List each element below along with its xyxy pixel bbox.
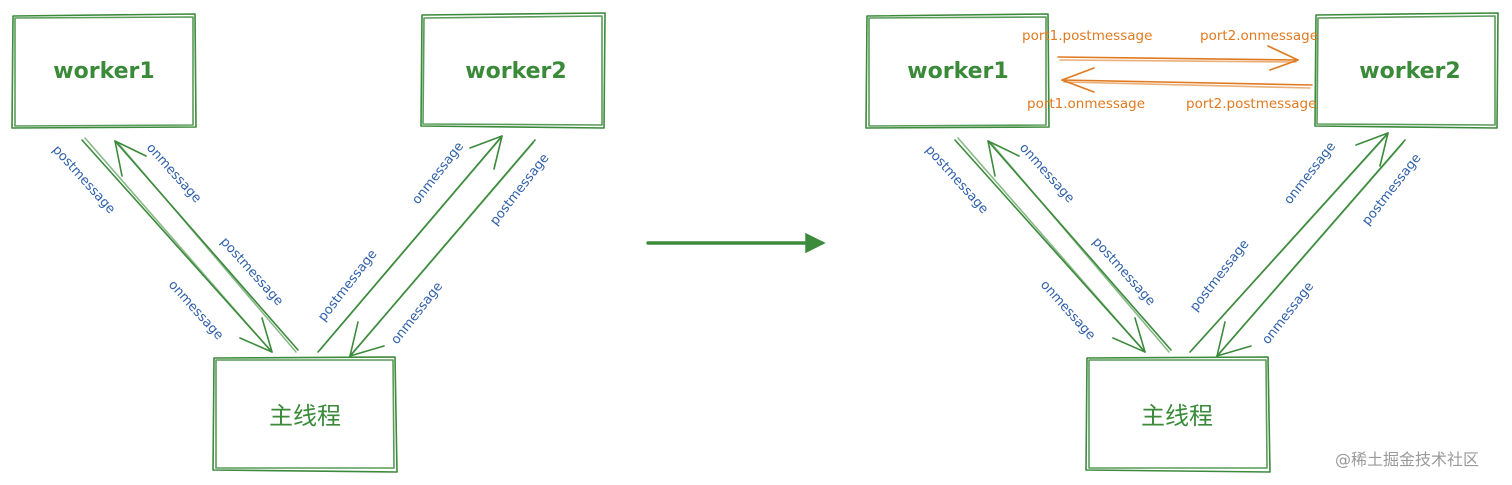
right-label-main-onmessage-w2: onmessage [1259, 279, 1317, 347]
right-port2-postmessage-label: port2.postmessage [1186, 96, 1316, 112]
right-worker2-label: worker2 [1359, 59, 1460, 84]
right-label-main-postmessage-w2: postmessage [1187, 237, 1252, 314]
left-diagram: worker1 worker2 主线程 [11, 12, 606, 473]
left-label-w1-postmessage: postmessage [49, 143, 118, 217]
left-main-thread-box: 主线程 [212, 356, 398, 473]
right-label-w1-onmessage: onmessage [1016, 141, 1077, 206]
right-port1-postmessage-label: port1.postmessage [1022, 28, 1152, 44]
left-arrow-worker1-to-main [81, 137, 273, 353]
right-main-thread-box: 主线程 [1085, 356, 1271, 473]
right-port1-onmessage-label: port1.onmessage [1027, 96, 1145, 112]
left-worker2-label: worker2 [465, 59, 566, 84]
left-label-main-postmessage-w2: postmessage [315, 247, 380, 324]
left-worker2-box: worker2 [420, 12, 606, 129]
right-arrow-port2-to-port1 [1061, 67, 1313, 93]
right-arrow-worker1-to-main [954, 137, 1146, 353]
right-diagram: worker1 worker2 主线程 port1.postmessage po… [865, 12, 1499, 473]
transition-arrow [646, 232, 826, 254]
right-worker1-label: worker1 [907, 59, 1008, 84]
left-worker1-label: worker1 [53, 59, 154, 84]
right-arrow-worker2-to-main [1216, 139, 1406, 357]
left-label-w2-onmessage: onmessage [409, 139, 467, 207]
left-label-w2-postmessage: postmessage [487, 151, 552, 228]
left-worker1-box: worker1 [11, 13, 197, 129]
left-arrow-main-to-worker1 [114, 140, 299, 353]
right-label-w1-postmessage: postmessage [922, 143, 991, 217]
right-main-thread-label: 主线程 [1141, 402, 1213, 430]
right-arrow-port1-to-port2 [1057, 45, 1299, 71]
right-arrow-main-to-worker1 [987, 140, 1172, 353]
left-arrow-main-to-worker2 [317, 135, 503, 353]
right-label-w2-postmessage: postmessage [1359, 151, 1424, 228]
left-label-main-onmessage-w2: onmessage [388, 279, 446, 347]
left-arrow-worker2-to-main [349, 139, 536, 357]
watermark-text: @稀土掘金技术社区 [1335, 450, 1479, 469]
right-worker2-box: worker2 [1314, 12, 1499, 129]
right-worker1-box: worker1 [865, 13, 1050, 129]
right-port2-onmessage-label: port2.onmessage [1200, 28, 1318, 44]
left-label-w1-onmessage: onmessage [143, 141, 204, 206]
left-main-thread-label: 主线程 [269, 402, 341, 430]
left-label-main-onmessage-w1: onmessage [165, 278, 226, 343]
right-arrow-main-to-worker2 [1189, 132, 1389, 353]
